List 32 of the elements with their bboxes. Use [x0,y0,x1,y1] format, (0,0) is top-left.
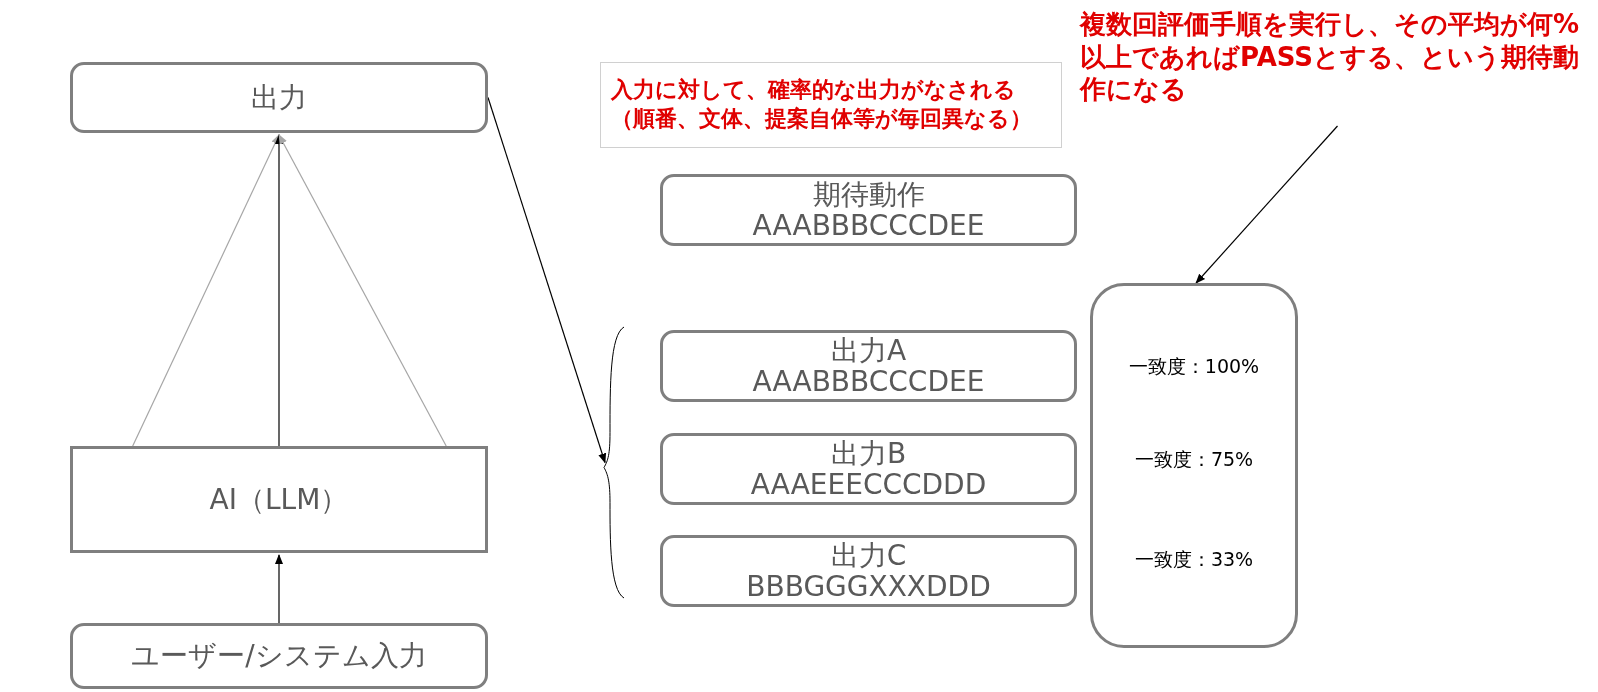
box-label: 入力に対して、確率的な出力がなされる [611,76,1017,105]
box-label: AAABBBCCCDEE [752,366,985,398]
arrow [487,96,607,464]
box-label: AAABBBCCCDEE [752,210,985,242]
arrow [275,134,283,447]
box-label: 出力B [830,437,907,469]
output-box [70,62,488,133]
arrow [132,134,280,447]
box-label: BBBGGGXXXDDD [746,571,991,603]
box-label: AI（LLM） [209,483,349,516]
note-box [600,62,1062,148]
expected-box [660,174,1077,246]
box-label: 一致度：33% [1134,549,1254,571]
box-label: 出力A [830,334,907,366]
arrow [1195,125,1339,284]
box-label: 一致度：75% [1134,449,1254,471]
arrow [278,134,447,447]
input-box [70,623,488,689]
box-label: 一致度：100% [1128,356,1260,378]
box-label: 期待動作 [812,178,925,210]
score-panel [1090,283,1298,648]
box-label: 出力 [251,81,307,114]
box-label: （順番、文体、提案自体等が毎回異なる） [611,105,1033,133]
annotation-text: 複数回評価手順を実行し、その平均が何%以上であればPASSとする、という期待動作になる [1080,8,1595,124]
box-label: 出力C [830,539,907,571]
output-box [660,433,1077,505]
output-box [660,535,1077,607]
output-box [660,330,1077,402]
llm-box [70,446,488,553]
box-label: ユーザー/システム入力 [131,640,427,672]
box-label: AAAEEECCCDDD [750,469,987,501]
arrow [275,554,283,624]
